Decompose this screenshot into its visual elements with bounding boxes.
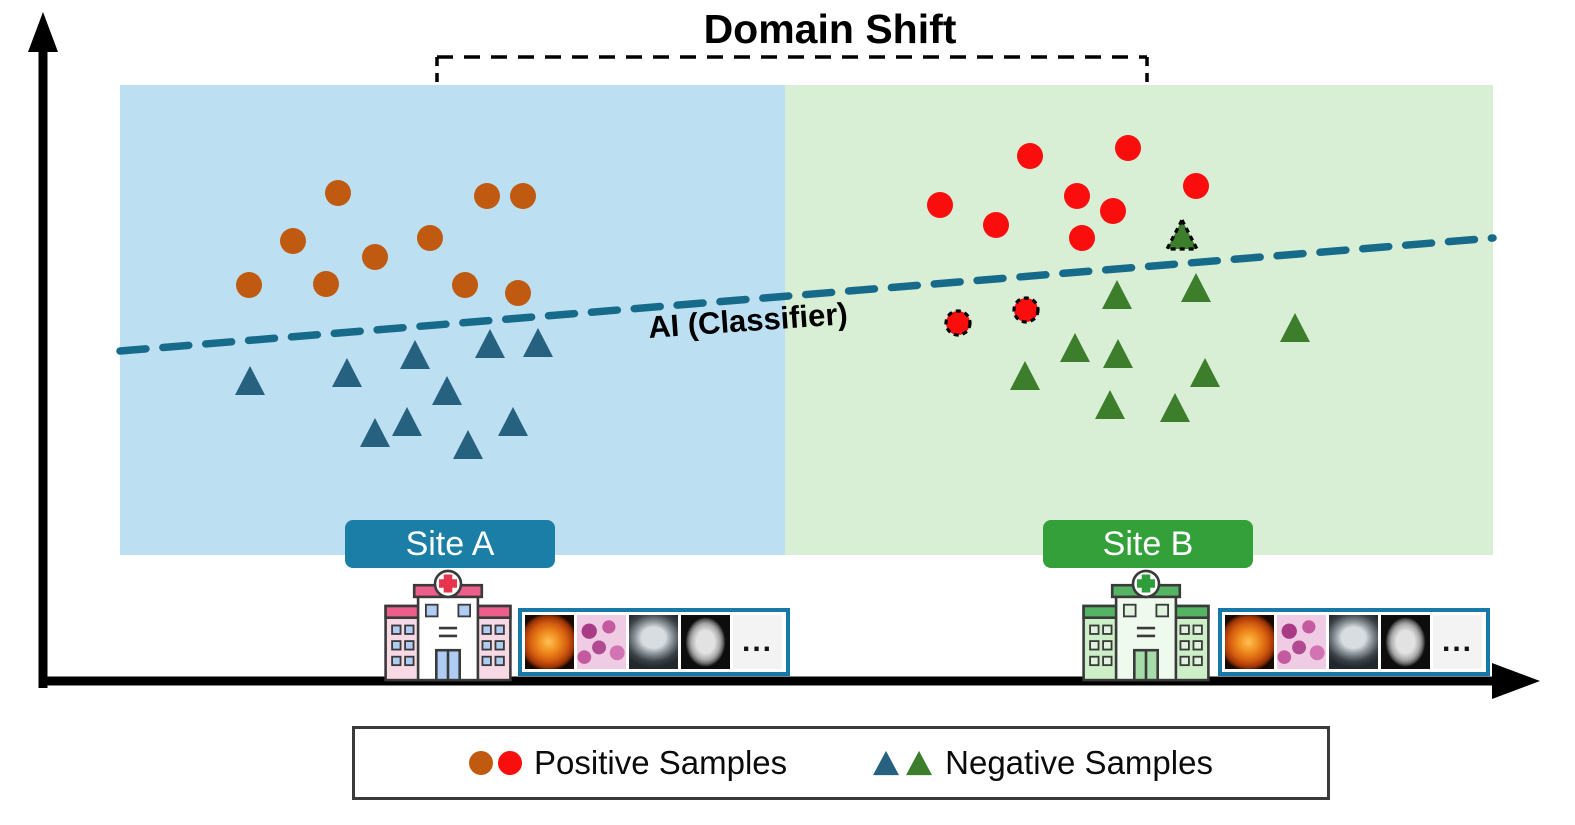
- site-b-image-strip: ...: [1218, 608, 1490, 676]
- histology-image-thumbnail: [577, 615, 626, 669]
- brain-mri-image-thumbnail: [1381, 615, 1430, 669]
- site-a-positive-marker-icon: [469, 751, 494, 775]
- positive-markers: [469, 751, 523, 775]
- site-b-label-box: Site B: [1043, 520, 1253, 568]
- hospital-icon-site-b: [1082, 569, 1210, 682]
- chest-xray-image-thumbnail: [629, 615, 678, 669]
- legend-positive-label: Positive Samples: [534, 744, 788, 781]
- brain-mri-image-thumbnail: [681, 615, 730, 669]
- legend: Positive Samples Negative Samples: [352, 726, 1330, 800]
- fundus-image-thumbnail: [1225, 615, 1274, 669]
- medical-cross-icon: [1137, 574, 1155, 593]
- site-a-label-box: Site A: [345, 520, 555, 568]
- legend-item-negative: Negative Samples: [872, 744, 1213, 782]
- triangle-shape: [873, 750, 900, 776]
- histology-image-thumbnail: [1277, 615, 1326, 669]
- legend-item-positive: Positive Samples: [469, 744, 787, 782]
- hospital-icon-site-a: [384, 569, 512, 682]
- medical-cross-icon: [439, 574, 457, 593]
- site-b-region: [785, 85, 1493, 555]
- site-b-negative-marker-icon: [906, 750, 933, 776]
- site-b-positive-marker-icon: [498, 751, 523, 775]
- y-axis-arrowhead: [28, 12, 58, 52]
- site-a-label: Site A: [405, 524, 495, 563]
- site-a-image-strip: ...: [518, 608, 790, 676]
- site-b-label: Site B: [1102, 524, 1194, 563]
- domain-shift-title: Domain Shift: [703, 6, 957, 52]
- negative-markers: [872, 750, 933, 776]
- more-images-indicator: ...: [733, 615, 782, 669]
- x-axis-arrowhead: [1492, 663, 1540, 699]
- more-images-indicator: ...: [1433, 615, 1482, 669]
- legend-negative-label: Negative Samples: [945, 744, 1213, 781]
- site-a-negative-marker-icon: [873, 750, 900, 776]
- triangle-shape: [906, 750, 933, 776]
- chest-xray-image-thumbnail: [1329, 615, 1378, 669]
- fundus-image-thumbnail: [525, 615, 574, 669]
